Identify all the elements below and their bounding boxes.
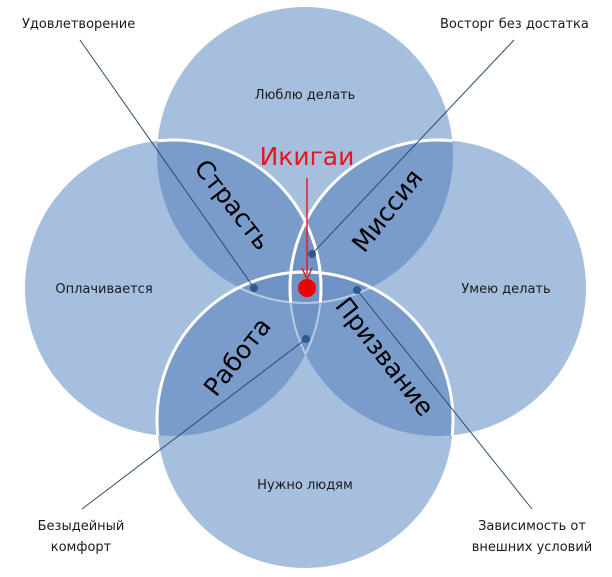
- label-good-at: Умею делать: [461, 282, 550, 297]
- callout-dependency-2: внешних условий: [472, 540, 593, 555]
- ikigai-title: Икигаи: [260, 142, 355, 171]
- callout-comfort-2: комфорт: [51, 540, 112, 555]
- label-love: Люблю делать: [255, 88, 356, 103]
- callout-dependency-1: Зависимость от: [478, 519, 586, 534]
- callout-satisfaction: Удовлетворение: [22, 17, 135, 32]
- callout-comfort-1: Безыдейный: [38, 519, 125, 534]
- label-world-needs: Нужно людям: [257, 478, 353, 493]
- center-dot: [298, 279, 316, 297]
- leader-dots: [250, 250, 361, 343]
- callout-delight: Восторг без достатка: [440, 17, 589, 32]
- label-paid: Оплачивается: [55, 282, 152, 297]
- leader-lines: [79, 39, 533, 510]
